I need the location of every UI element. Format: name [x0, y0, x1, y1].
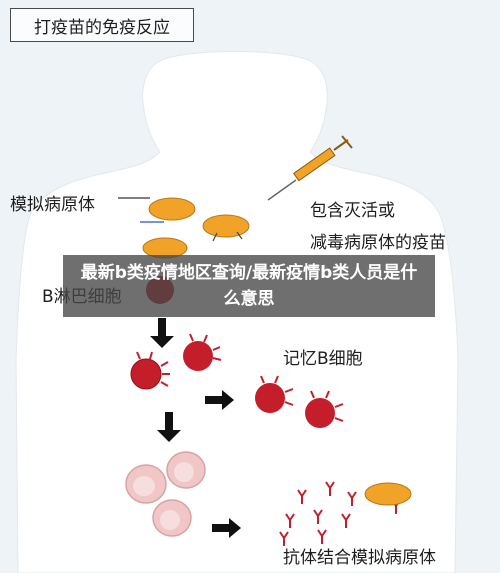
- syringe-icon: [267, 135, 353, 201]
- plasma-cell-1: [125, 464, 167, 504]
- pathogen-2: [202, 214, 250, 238]
- memory-b-cell-2: [305, 390, 344, 428]
- arrow-right-2: [212, 518, 241, 538]
- arrow-down-1: [150, 318, 174, 348]
- activated-cell-2: [183, 333, 222, 371]
- activated-cell-1: [130, 351, 170, 390]
- plasma-cell-2: [166, 451, 206, 489]
- label-memory-b-cell: 记忆B细胞: [283, 349, 363, 369]
- arrow-right-1: [205, 390, 234, 410]
- label-antibody-binding: 抗体结合模拟病原体: [283, 548, 436, 568]
- label-vaccine-line2: 减毒病原体的疫苗: [310, 233, 446, 253]
- headline-overlay[interactable]: 最新b类疫情地区查询/最新疫情b类人员是什么意思: [63, 255, 435, 317]
- arrow-down-2: [157, 412, 181, 442]
- label-vaccine-line1: 包含灭活或: [310, 201, 395, 221]
- bound-pathogen: [364, 482, 412, 506]
- pathogen-2-spikes: [212, 231, 243, 242]
- plasma-cell-3: [152, 499, 192, 537]
- antibody-group: [279, 481, 401, 546]
- label-antigen: 模拟病原体: [10, 195, 95, 215]
- pathogen-1: [148, 197, 196, 221]
- memory-b-cell-1: [255, 375, 294, 413]
- diagram-title: 打疫苗的免疫反应: [10, 8, 194, 42]
